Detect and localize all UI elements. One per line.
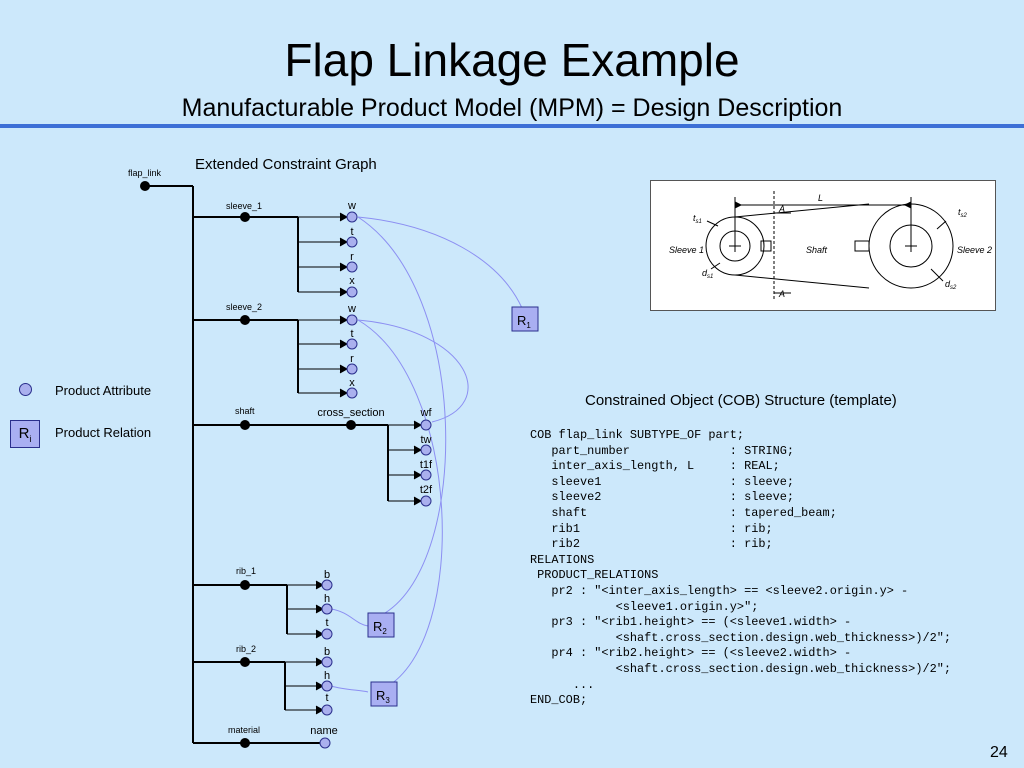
code-line: COB flap_link SUBTYPE_OF part; xyxy=(530,428,745,442)
fig-label-shaft: Shaft xyxy=(806,245,828,255)
legend-relation-icon: Ri xyxy=(10,420,40,448)
svg-text:name: name xyxy=(310,725,338,737)
code-line: pr3 : "<rib1.height> == (<sleeve1.width>… xyxy=(530,615,852,630)
slide-subtitle: Manufacturable Product Model (MPM) = Des… xyxy=(181,94,843,122)
attribute-nodes xyxy=(319,211,432,749)
svg-text:w: w xyxy=(347,200,356,212)
code-line: RELATIONS xyxy=(530,552,595,567)
constraint-graph: R1 R2 R3 flap_link sleeve_1 sleeve_2 sha… xyxy=(128,168,539,749)
code-line: rib1 : rib; xyxy=(530,521,773,536)
code-line: ... xyxy=(530,677,595,692)
relation-r1-label: R1 xyxy=(517,313,531,330)
fig-label-sleeve2: Sleeve 2 xyxy=(957,245,992,255)
svg-text:x: x xyxy=(349,377,355,389)
svg-text:b: b xyxy=(324,569,330,581)
svg-text:b: b xyxy=(324,646,330,658)
label-rib-2: rib_2 xyxy=(236,644,256,654)
svg-text:r: r xyxy=(350,251,354,263)
fig-label-L: L xyxy=(818,193,823,203)
svg-text:cross_section: cross_section xyxy=(317,407,384,419)
code-line: sleeve1 : sleeve; xyxy=(530,474,795,489)
svg-text:h: h xyxy=(324,593,330,605)
code-line: rib2 : rib; xyxy=(530,537,773,552)
code-line: part_number : STRING; xyxy=(530,443,795,458)
svg-text:wf: wf xyxy=(420,407,433,419)
legend-attribute-label: Product Attribute xyxy=(55,383,152,398)
code-line: sleeve2 : sleeve; xyxy=(530,490,795,505)
code-line: pr4 : "<rib2.height> == (<sleeve2.width>… xyxy=(530,646,852,661)
relation-r2-box xyxy=(367,612,395,638)
node-material xyxy=(240,738,250,748)
fig-label-sleeve1: Sleeve 1 xyxy=(669,245,704,255)
label-sleeve-1: sleeve_1 xyxy=(226,201,262,211)
label-material: material xyxy=(228,725,260,735)
code-line: shaft : tapered_beam; xyxy=(530,505,837,520)
svg-text:t1f: t1f xyxy=(420,459,433,471)
fig-label-ds2: ds2 xyxy=(945,279,957,291)
relation-r1-box xyxy=(511,306,539,332)
node-rib-1 xyxy=(240,580,250,590)
entity-nodes xyxy=(140,181,356,748)
code-line: PRODUCT_RELATIONS xyxy=(530,568,659,583)
svg-text:x: x xyxy=(349,275,355,287)
fig-label-ts2: ts2 xyxy=(958,207,968,219)
fig-label-ts1: ts1 xyxy=(693,213,702,225)
svg-text:w: w xyxy=(347,303,356,315)
relation-curves xyxy=(330,216,523,693)
relation-r3-label: R3 xyxy=(376,688,390,705)
code-line: inter_axis_length, L : REAL; xyxy=(530,459,780,474)
svg-text:t2f: t2f xyxy=(420,484,433,496)
node-sleeve-1 xyxy=(240,212,250,222)
svg-text:t: t xyxy=(350,328,353,340)
fig-label-ds1: ds1 xyxy=(702,268,713,280)
attribute-labels: w t r x w t r x cross_section wf tw t1f … xyxy=(310,200,433,737)
cob-title: Constrained Object (COB) Structure (temp… xyxy=(585,392,897,409)
fig-label-A-bottom: A xyxy=(778,289,785,299)
svg-text:tw: tw xyxy=(421,434,432,446)
fig-label-A-top: A xyxy=(778,204,785,214)
legend-relation-label: Product Relation xyxy=(55,425,152,440)
node-cross-section xyxy=(346,420,356,430)
code-line: pr2 : "<inter_axis_length> == <sleeve2.o… xyxy=(530,583,909,598)
label-flap-link: flap_link xyxy=(128,168,162,178)
flap-linkage-figure: L A A Sleeve 1 Sleeve 2 Shaft ts1 ts2 ds… xyxy=(650,180,996,311)
flap-linkage-drawing: L A A Sleeve 1 Sleeve 2 Shaft ts1 ts2 ds… xyxy=(669,191,992,301)
svg-text:t: t xyxy=(325,692,328,704)
slide-title: Flap Linkage Example xyxy=(284,34,740,86)
svg-text:t: t xyxy=(350,226,353,238)
node-flap-link xyxy=(140,181,150,191)
label-rib-1: rib_1 xyxy=(236,566,256,576)
label-shaft: shaft xyxy=(235,406,255,416)
relation-boxes: R1 R2 R3 xyxy=(367,306,539,707)
code-line: <sleeve1.origin.y>"; xyxy=(530,599,759,614)
cob-code-block: COB flap_link SUBTYPE_OF part; part_numb… xyxy=(530,428,951,709)
legend-attribute-icon xyxy=(19,383,32,396)
svg-text:h: h xyxy=(324,670,330,682)
relation-r2-label: R2 xyxy=(373,619,387,636)
code-line: <shaft.cross_section.design.web_thicknes… xyxy=(530,661,951,676)
code-line: END_COB; xyxy=(530,693,588,708)
graph-arrows xyxy=(285,212,423,715)
node-rib-2 xyxy=(240,657,250,667)
label-sleeve-2: sleeve_2 xyxy=(226,302,262,312)
entity-labels: flap_link sleeve_1 sleeve_2 shaft rib_1 … xyxy=(128,168,262,735)
page-number: 24 xyxy=(990,744,1008,761)
svg-text:t: t xyxy=(325,617,328,629)
node-sleeve-2 xyxy=(240,315,250,325)
svg-text:r: r xyxy=(350,353,354,365)
code-line: <shaft.cross_section.design.web_thicknes… xyxy=(530,630,951,645)
graph-title: Extended Constraint Graph xyxy=(195,156,377,173)
relation-r3-box xyxy=(370,681,398,707)
node-shaft xyxy=(240,420,250,430)
title-divider xyxy=(0,124,1024,128)
